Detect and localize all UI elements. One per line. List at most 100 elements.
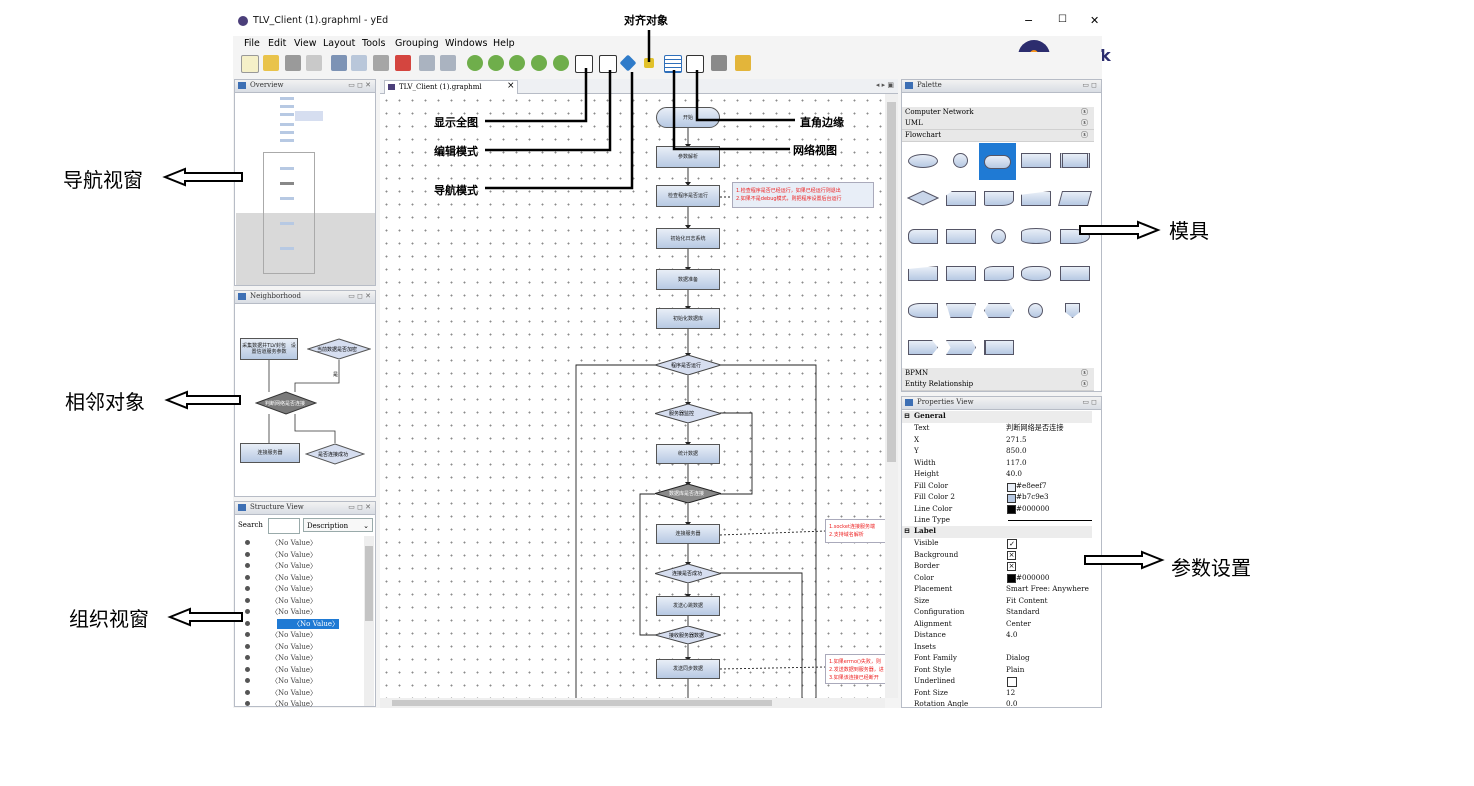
property-row[interactable]: Color#000000 [902,573,1092,585]
menu-windows[interactable]: Windows [445,38,488,49]
structure-tree[interactable]: 〈No Value〉〈No Value〉〈No Value〉〈No Value〉… [235,536,365,709]
flow-node[interactable]: 连接服务器 [656,524,720,544]
align-icon[interactable] [644,58,654,68]
open-icon[interactable] [263,55,279,71]
delete-icon[interactable] [395,55,411,71]
structure-row[interactable]: 〈No Value〉 [245,573,317,583]
export-icon[interactable] [306,55,322,71]
tab-nav-icons[interactable]: ◂ ▸ ▣ [875,81,894,89]
zoom-area-icon[interactable] [531,55,547,71]
property-row[interactable]: Fill Color 2#b7c9e3 [902,492,1092,504]
menu-edit[interactable]: Edit [268,38,287,49]
underlined-checkbox[interactable] [1007,677,1017,687]
palette-shape-small-circle[interactable] [1028,303,1043,318]
close-button[interactable]: ✕ [1090,14,1100,27]
canvas-horizontal-scrollbar[interactable] [380,698,885,708]
palette-shape-connector[interactable] [991,229,1006,244]
neighbor-node[interactable]: 连接服务器 [240,443,300,463]
flow-decision-selected[interactable]: 数据库是否连接 [653,483,723,504]
property-row[interactable]: Border [902,561,1092,573]
property-row[interactable]: Line Color#000000 [902,504,1092,516]
property-row[interactable]: Visible [902,538,1092,550]
structure-row[interactable]: 〈No Value〉 [245,538,317,548]
panel-controls-icon[interactable]: ▭ ◻ ✕ [348,292,371,300]
structure-row[interactable]: 〈No Value〉 [245,596,317,606]
palette-shape-internal-storage[interactable] [946,229,976,244]
property-row[interactable]: Insets [902,642,1092,654]
paste-icon[interactable] [373,55,389,71]
note-box[interactable]: 1.socket连接服务端 2.支持域名解析 [825,519,885,543]
fit-content-icon[interactable] [575,55,593,73]
flow-node[interactable]: 初始化数据库 [656,308,720,329]
palette-shape-preparation-rect[interactable] [946,266,976,281]
group-icon[interactable] [711,55,727,71]
description-dropdown[interactable]: Description⌄ [303,518,373,532]
save-icon[interactable] [285,55,301,71]
flow-decision[interactable]: 连接是否成功 [653,563,723,584]
palette-shape-rectangle[interactable] [1021,153,1051,168]
copy-icon[interactable] [351,55,367,71]
properties-section-label[interactable]: ⊟Label [902,526,1092,538]
property-row[interactable]: Line Type [902,515,1092,527]
palette-shape-selected[interactable] [979,143,1016,180]
structure-scrollbar[interactable] [364,536,374,706]
cut-icon[interactable] [331,55,347,71]
neighbor-node[interactable]: 采集数据并TLV封包 设置信道服务参数 [240,338,298,360]
flow-node[interactable]: 数据准备 [656,269,720,290]
menu-layout[interactable]: Layout [323,38,356,49]
neighbor-diamond[interactable]: 当前数据是否加密 [306,338,372,360]
flow-decision[interactable]: 服务器监控 [653,403,723,424]
search-input[interactable] [268,518,300,534]
structure-row[interactable]: 〈No Value〉 [245,618,340,629]
neighbor-diamond[interactable]: 是否连接成功 [304,443,366,465]
canvas-vertical-scrollbar[interactable] [885,94,898,698]
redo-icon[interactable] [440,55,456,71]
background-none-icon[interactable]: × [1007,551,1016,560]
border-none-icon[interactable]: × [1007,562,1016,571]
flow-node[interactable]: 检查程序是否运行 [656,185,720,207]
menu-grouping[interactable]: Grouping [395,38,439,49]
panel-controls-icon[interactable]: ▭ ◻ [1082,398,1097,406]
layout-wizard-icon[interactable] [735,55,751,71]
tab-close-icon[interactable]: × [507,81,515,91]
structure-row[interactable]: 〈No Value〉 [245,699,317,709]
flow-node[interactable]: 统计数据 [656,444,720,464]
visible-checkbox[interactable]: ✓ [1007,539,1017,549]
panel-controls-icon[interactable]: ▭ ◻ [1082,81,1097,89]
menu-file[interactable]: File [244,38,260,49]
flow-node[interactable]: 初始化日志系统 [656,228,720,249]
palette-shape-offpage[interactable] [1065,303,1080,318]
flow-decision[interactable]: 程序是否运行 [653,354,723,376]
panel-controls-icon[interactable]: ▭ ◻ ✕ [348,81,371,89]
structure-row[interactable]: 〈No Value〉 [245,607,317,617]
palette-shape-ellipse[interactable] [908,154,938,168]
flow-node-start[interactable]: 开始 [656,107,720,128]
palette-shape-database[interactable] [1021,228,1051,244]
line-color-swatch[interactable] [1007,505,1016,514]
menu-help[interactable]: Help [493,38,515,49]
structure-row[interactable]: 〈No Value〉 [245,653,317,663]
zoom-in-icon[interactable] [467,55,483,71]
palette-shape-display-2[interactable] [908,303,938,318]
structure-row[interactable]: 〈No Value〉 [245,550,317,560]
undo-icon[interactable] [419,55,435,71]
palette-shape-tape[interactable] [984,266,1014,281]
structure-row[interactable]: 〈No Value〉 [245,561,317,571]
structure-row[interactable]: 〈No Value〉 [245,584,317,594]
flow-node[interactable]: 发送同步数据 [656,659,720,679]
flow-node[interactable]: 发送心跳数据 [656,596,720,616]
palette-shape-diamond[interactable] [907,190,939,206]
